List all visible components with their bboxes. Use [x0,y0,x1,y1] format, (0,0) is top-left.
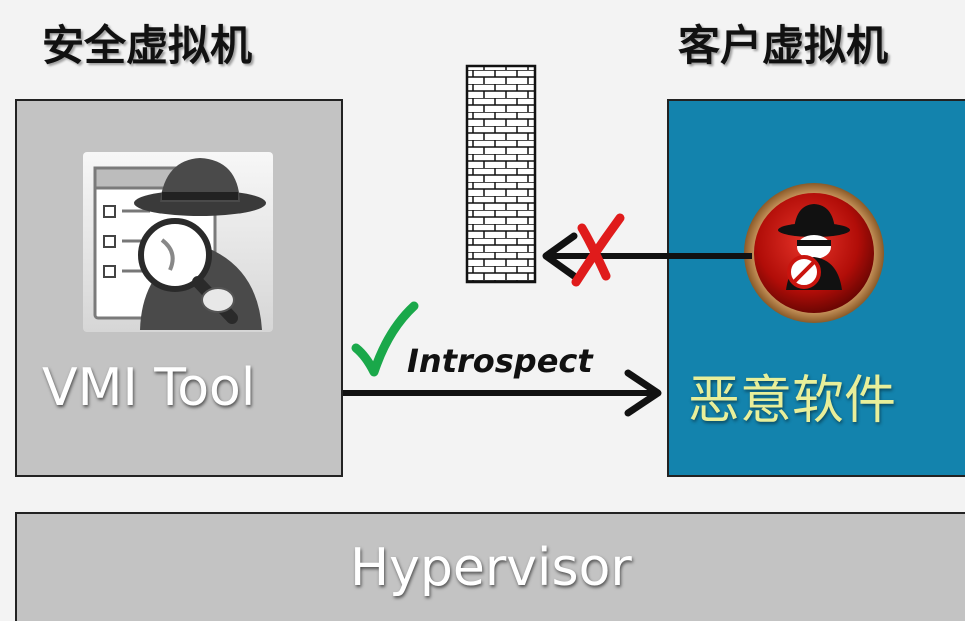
green-check-icon [351,301,419,377]
security-vm-box [15,99,343,477]
vmi-tool-label: VMI Tool [42,358,256,418]
introspect-label: Introspect [407,342,593,380]
guest-vm-title: 客户虚拟机 [678,21,889,70]
security-vm-title: 安全虚拟机 [42,21,253,70]
brick-wall-icon [465,64,537,284]
hypervisor-box [15,512,965,621]
malware-label: 恶意软件 [688,371,897,431]
red-x-icon [571,213,625,287]
hypervisor-label: Hypervisor [350,538,632,598]
